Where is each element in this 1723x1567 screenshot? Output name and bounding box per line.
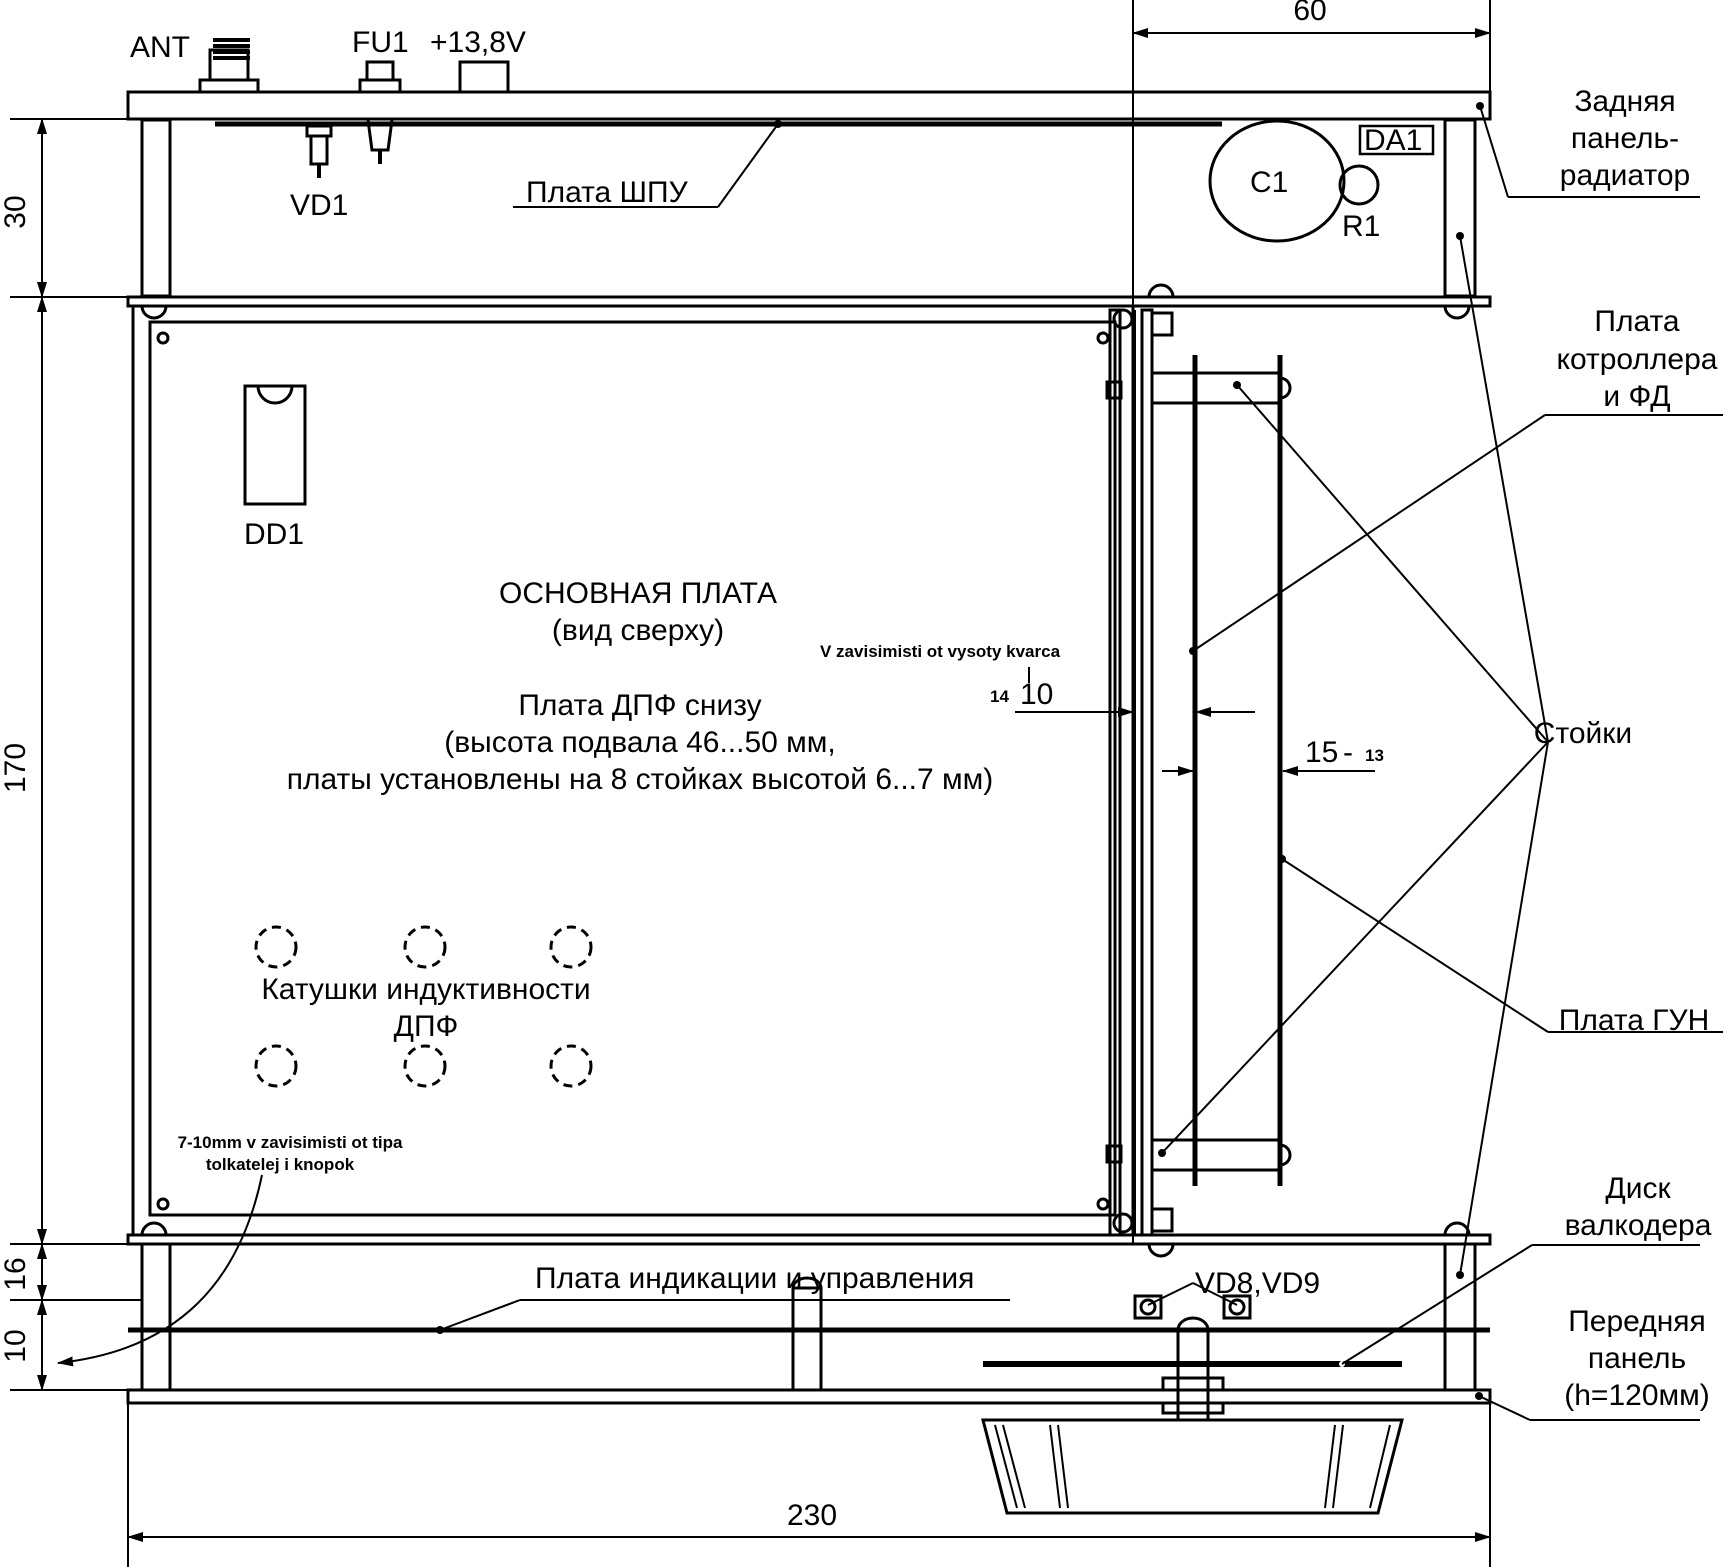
main-board-title: ОСНОВНАЯ ПЛАТА xyxy=(499,577,777,610)
encoder-disk xyxy=(983,1361,1402,1367)
front-panel xyxy=(126,1388,1492,1405)
front-panel-line-3: (h=120мм) xyxy=(1564,1379,1710,1412)
mounting-screws xyxy=(156,308,1134,1234)
ant-label: ANT xyxy=(130,31,190,64)
power-connector-icon xyxy=(458,60,510,94)
main-board-outline xyxy=(148,320,1117,1217)
rail-standoff-caps xyxy=(140,283,1471,1258)
dim-16-label: 16 xyxy=(0,1257,32,1290)
notes: V zavisimisti ot vysoty kvarca 7-10mm v … xyxy=(178,642,1061,1174)
dim-14-label: 14 xyxy=(990,687,1009,706)
shpu-board xyxy=(215,120,1222,128)
c1-label: C1 xyxy=(1250,166,1288,199)
coils-line-2: ДПФ xyxy=(394,1010,459,1043)
vco-standoffs xyxy=(1150,371,1292,1172)
main-board-text: ОСНОВНАЯ ПЛАТА (вид сверху) Плата ДПФ сн… xyxy=(261,577,993,1043)
dpf-line-1: Плата ДПФ снизу xyxy=(518,689,761,722)
encoder-line-2: валкодера xyxy=(1565,1209,1712,1242)
vd8-vd9-label: VD8,VD9 xyxy=(1195,1267,1320,1300)
tuning-knob-icon xyxy=(981,1418,1404,1515)
dim-10-quartz-label: 10 xyxy=(1020,678,1053,711)
encoder-disk-label: Диск валкодера xyxy=(1565,1172,1712,1242)
standoffs-label: Стойки xyxy=(1534,717,1632,750)
dd1-label: DD1 xyxy=(244,518,304,551)
vd1-diode-icon xyxy=(305,124,333,178)
dim-60-label: 60 xyxy=(1293,0,1326,27)
controller-line-3: и ФД xyxy=(1603,380,1670,413)
dpf-line-3: платы установлены на 8 стойках высотой 6… xyxy=(287,763,994,796)
leader-lines xyxy=(57,105,1723,1421)
dpf-coil-icons xyxy=(254,925,593,1088)
dimension-labels: 60 30 170 16 10 230 14 10 15 13 - xyxy=(0,0,1384,1532)
r1-resistor-icon xyxy=(1338,164,1380,206)
vd1-label: VD1 xyxy=(290,189,348,222)
button-note-line-2: tolkatelej i knopok xyxy=(206,1155,355,1174)
front-panel-line-1: Передняя xyxy=(1568,1305,1706,1338)
encoder-shaft xyxy=(1161,1316,1225,1422)
dpf-line-2: (высота подвала 46...50 мм, xyxy=(444,726,836,759)
fuse-holder-icon xyxy=(358,60,402,164)
rear-panel-line-3: радиатор xyxy=(1560,159,1690,192)
controller-board xyxy=(1108,308,1154,1237)
dim-dash: - xyxy=(1343,736,1353,769)
rear-panel-line-1: Задняя xyxy=(1574,85,1675,118)
dim-230-label: 230 xyxy=(787,1499,837,1532)
controller-brackets xyxy=(1105,311,1174,1233)
da1-label: DA1 xyxy=(1364,124,1422,157)
controller-board-label: Плата котроллера и ФД xyxy=(1556,305,1717,413)
front-standoffs xyxy=(140,1242,1477,1392)
dim-30-label: 30 xyxy=(0,195,32,228)
dim-13-label: 13 xyxy=(1365,746,1384,765)
encoder-line-1: Диск xyxy=(1605,1172,1671,1205)
ant-connector-icon xyxy=(198,38,260,94)
front-panel-label: Передняя панель (h=120мм) xyxy=(1564,1305,1710,1412)
quartz-note: V zavisimisti ot vysoty kvarca xyxy=(820,642,1061,661)
dim-10-label: 10 xyxy=(0,1329,32,1362)
fu1-label: FU1 xyxy=(352,26,409,59)
indication-board xyxy=(128,1326,1490,1334)
controller-line-2: котроллера xyxy=(1556,343,1717,376)
dd1-chip-icon xyxy=(243,384,307,506)
coils-line-1: Катушки индуктивности xyxy=(261,973,590,1006)
indication-board-label: Плата индикации и управления xyxy=(535,1262,974,1295)
rear-panel-line-2: панель- xyxy=(1571,122,1679,155)
power-label: +13,8V xyxy=(430,26,526,59)
vco-board-label: Плата ГУН xyxy=(1559,1004,1709,1037)
vd8-vd9-led-icons xyxy=(1133,1294,1252,1320)
da1-frame xyxy=(1358,124,1435,156)
front-panel-line-2: панель xyxy=(1588,1342,1686,1375)
dimension-lines xyxy=(10,0,1491,1567)
c1-capacitor-icon xyxy=(1208,119,1346,243)
button-note-line-1: 7-10mm v zavisimisti ot tipa xyxy=(178,1133,403,1152)
dim-170-label: 170 xyxy=(0,743,32,793)
r1-label: R1 xyxy=(1342,210,1380,243)
component-labels: ANT FU1 +13,8V VD1 DA1 C1 R1 DD1 VD8,VD9… xyxy=(130,26,1709,1300)
dim-15-label: 15 xyxy=(1305,736,1338,769)
rear-panel-radiator xyxy=(126,90,1492,121)
controller-line-1: Плата xyxy=(1594,305,1679,338)
main-board-subtitle: (вид сверху) xyxy=(552,614,724,647)
shpu-board-label: Плата ШПУ xyxy=(526,176,689,209)
rear-panel-label: Задняя панель- радиатор xyxy=(1560,85,1690,192)
